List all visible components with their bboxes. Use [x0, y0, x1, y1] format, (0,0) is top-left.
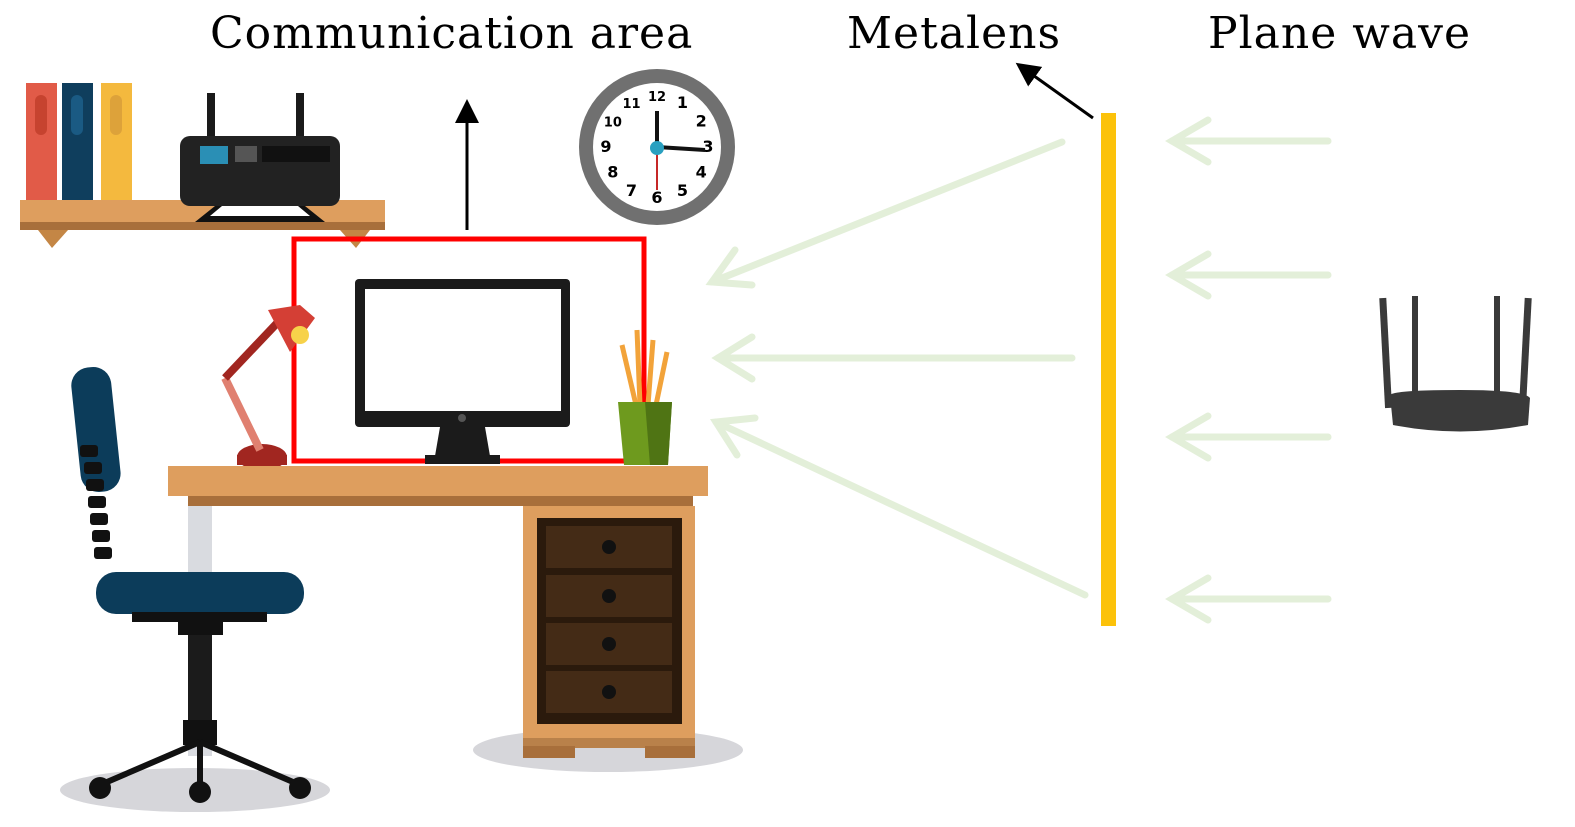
clock-number: 12: [648, 90, 666, 105]
focused-arrow-middle: [711, 333, 1076, 383]
clock-number: 9: [600, 137, 611, 156]
plane-wave-arrow: [1165, 116, 1332, 166]
clock-number: 11: [622, 97, 640, 112]
monitor-icon: [355, 279, 570, 464]
drawer-knob-icon: [602, 589, 616, 603]
metalens-pointer-arrow: [1015, 62, 1094, 120]
clock-number: 10: [604, 116, 622, 131]
plane-wave-arrow: [1165, 574, 1332, 624]
metalens-label: Metalens: [847, 8, 1062, 59]
communication-area-label: Communication area: [210, 8, 694, 59]
router-icon: [1379, 296, 1532, 432]
focused-arrow-top: [705, 138, 1066, 289]
pencil-cup-icon: [618, 329, 672, 465]
desk-lamp-icon: [221, 305, 315, 470]
printer-icon: [180, 93, 340, 222]
desk-drawers: [546, 526, 672, 713]
clock-number: 8: [607, 163, 618, 182]
focused-arrow-bottom: [710, 414, 1089, 599]
office-chair-icon: [60, 367, 330, 812]
plane-wave-label: Plane wave: [1208, 8, 1472, 59]
plane-wave-arrow: [1165, 250, 1332, 300]
drawer-knob-icon: [602, 540, 616, 554]
metalens: [1101, 113, 1116, 626]
clock-number: 7: [626, 181, 637, 200]
clock-number: 6: [651, 188, 662, 207]
drawer-knob-icon: [602, 685, 616, 699]
clock-number: 4: [696, 163, 707, 182]
clock-number: 1: [677, 93, 688, 112]
drawer-knob-icon: [602, 637, 616, 651]
books-icon: [26, 83, 132, 200]
clock-number: 2: [696, 112, 707, 131]
plane-wave-arrow: [1165, 412, 1332, 462]
clock-number: 3: [702, 137, 713, 156]
plane-wave-arrows: [1165, 116, 1332, 624]
clock-number: 5: [677, 181, 688, 200]
focused-wave-arrows: [705, 138, 1089, 599]
